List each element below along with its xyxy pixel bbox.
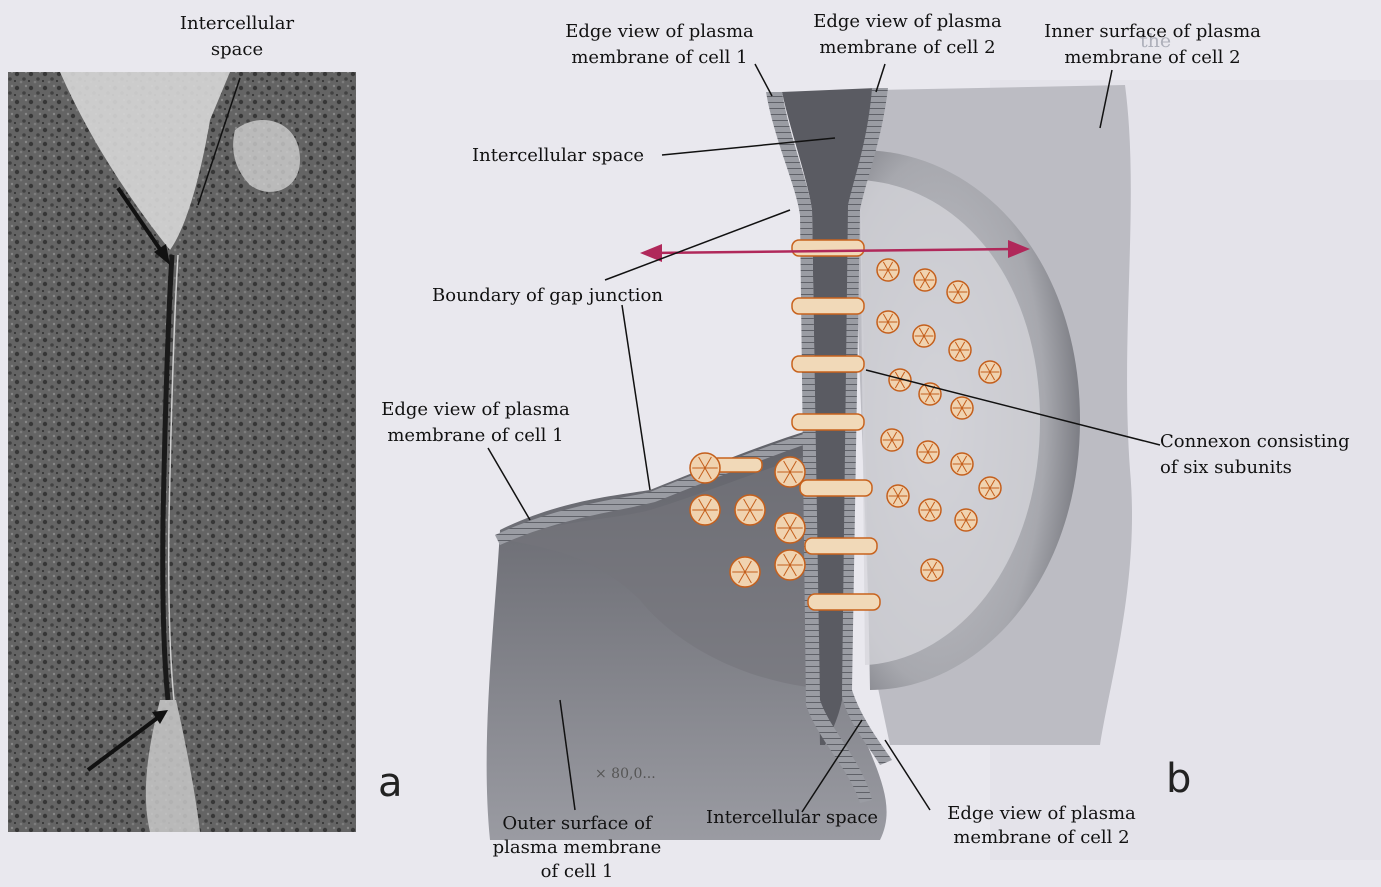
label-outer-surface-cell1-l2: plasma membrane: [482, 836, 672, 860]
label-edge-view-cell2-bottom-l2: membrane of cell 2: [934, 826, 1149, 850]
label-inner-surface-cell2-l2: membrane of cell 2: [1030, 46, 1275, 70]
label-intercellular-space-bottom: Intercellular space: [706, 806, 878, 830]
label-boundary-gap-junction: Boundary of gap junction: [432, 284, 663, 308]
gap-junction-illustration: [487, 85, 1132, 840]
label-edge-view-cell2-bottom-l1: Edge view of plasma: [934, 802, 1149, 826]
label-edge-view-cell1-left-l2: membrane of cell 1: [368, 424, 583, 448]
micrograph: [8, 72, 356, 832]
scale-bar-text: × 80,0...: [595, 762, 656, 786]
label-edge-view-cell2-top-l2: membrane of cell 2: [800, 36, 1015, 60]
label-edge-view-cell2-top-l1: Edge view of plasma: [800, 10, 1015, 34]
label-inner-surface-cell2-l1: Inner surface of plasma: [1030, 20, 1275, 44]
label-edge-view-cell1-left-l1: Edge view of plasma: [368, 398, 583, 422]
label-connexon-l1: Connexon consisting: [1160, 430, 1350, 454]
label-outer-surface-cell1-l3: of cell 1: [482, 860, 672, 884]
label-a-intercellular-space-line2: space: [172, 38, 302, 62]
label-connexon-l2: of six subunits: [1160, 456, 1292, 480]
label-edge-view-cell1-top-l1: Edge view of plasma: [552, 20, 767, 44]
label-intercellular-space-top: Intercellular space: [472, 144, 644, 168]
label-outer-surface-cell1-l1: Outer surface of: [482, 812, 672, 836]
label-edge-view-cell1-top-l2: membrane of cell 1: [552, 46, 767, 70]
label-a-intercellular-space-line1: Intercellular: [172, 12, 302, 36]
panel-letter-b: b: [1166, 756, 1191, 802]
panel-letter-a: a: [378, 760, 403, 806]
